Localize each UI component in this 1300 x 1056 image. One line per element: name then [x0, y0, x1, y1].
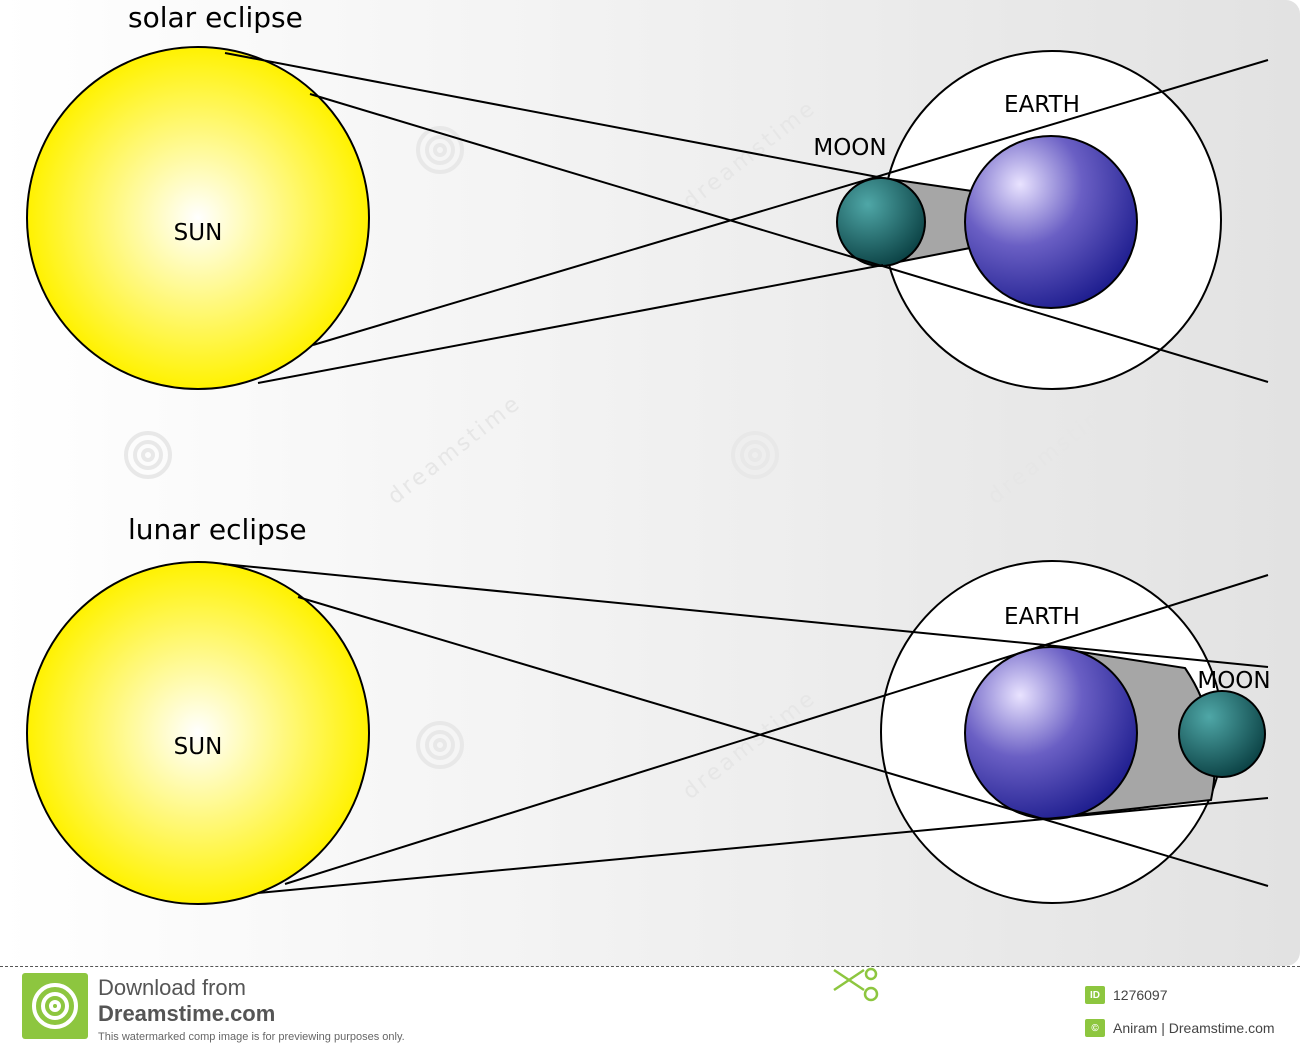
solar-moon-label: MOON: [813, 135, 886, 161]
lunar-eclipse-diagram: lunar eclipse SUN EARTH MOON: [26, 513, 1271, 905]
lunar-earth: [964, 646, 1138, 820]
solar-sun-rays: [224, 52, 1269, 384]
lunar-sun: [26, 561, 370, 905]
copyright-icon: ©: [1085, 1019, 1105, 1037]
footer-divider: [0, 966, 1300, 967]
footer-site-name[interactable]: Dreamstime.com: [98, 1001, 276, 1026]
diagram-panel: dreamstime dreamstime dreamstime dreamst…: [0, 0, 1300, 966]
watermark-swirl-icon: [731, 431, 779, 479]
footer-image-id: 1276097: [1113, 987, 1168, 1003]
watermark-swirl-icon: [416, 126, 464, 174]
footer-credit-row: © Aniram | Dreamstime.com: [1085, 1018, 1275, 1038]
footer-text-block: Download from Dreamstime.com This waterm…: [98, 976, 405, 1046]
lunar-moon-label: MOON: [1197, 668, 1270, 694]
watermark-swirl-icon: [124, 431, 172, 479]
footer-id-row: ID 1276097: [1085, 985, 1168, 1005]
lunar-sun-label: SUN: [174, 734, 223, 760]
eclipse-diagram: dreamstime dreamstime dreamstime dreamst…: [0, 0, 1300, 966]
footer-bar: [0, 966, 1300, 1056]
lunar-sun-rays: [222, 563, 1269, 894]
footer-download-from: Download from: [98, 975, 246, 1000]
watermark-swirl-icon: [416, 721, 464, 769]
solar-eclipse-diagram: solar eclipse SUN EARTH MOON: [26, 1, 1269, 390]
solar-sun-label: SUN: [174, 220, 223, 246]
footer-credit[interactable]: Aniram | Dreamstime.com: [1113, 1020, 1275, 1036]
solar-earth-label: EARTH: [1004, 92, 1080, 118]
solar-sun: [26, 46, 370, 390]
solar-eclipse-title: solar eclipse: [128, 1, 303, 34]
lunar-moon: [1178, 690, 1266, 778]
dreamstime-logo-icon: [22, 973, 88, 1039]
solar-earth: [964, 135, 1138, 309]
id-badge-icon: ID: [1085, 986, 1105, 1004]
solar-moon: [836, 177, 926, 267]
scissors-icon: [833, 967, 879, 1002]
lunar-earth-label: EARTH: [1004, 604, 1080, 630]
footer-disclaimer: This watermarked comp image is for previ…: [98, 1031, 405, 1043]
lunar-eclipse-title: lunar eclipse: [128, 513, 307, 546]
